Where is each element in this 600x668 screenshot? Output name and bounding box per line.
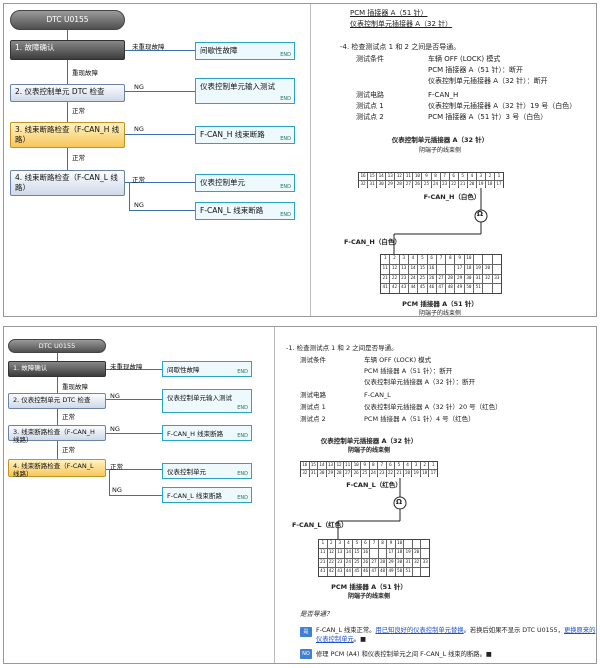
flow-step-4[interactable]: 4. 线束断路检查（F-CAN_L 线路）	[8, 459, 106, 478]
circuit-label: 测试电路	[300, 391, 326, 399]
yes-link-original[interactable]: 更换原来的仪表控制单元	[316, 627, 596, 643]
circuit-value: F-CAN_L	[364, 391, 391, 399]
flow-step-1[interactable]: 1. 故障确认	[8, 361, 106, 377]
flow-step-2[interactable]: 2. 仪表控制单元 DTC 检查	[8, 393, 106, 409]
pt1-label: 测试点 1	[356, 102, 384, 110]
label-ng-2: NG	[110, 425, 120, 433]
link-pcm-connector[interactable]: PCM 插接器 A（51 针）	[350, 9, 428, 17]
pt2-label: 测试点 2	[356, 113, 384, 121]
connector-1-caption: 仪表控制单元插接器 A（32 针）	[320, 437, 418, 445]
link-instrument-connector[interactable]: 仪表控制单元插接器 A（32 针）	[350, 20, 453, 28]
label-normal-1: 正常	[62, 413, 75, 421]
wire-label-2: F-CAN_H（白色）	[344, 238, 401, 246]
circuit-label: 测试电路	[356, 91, 384, 99]
flow-title[interactable]: DTC U0155	[10, 10, 125, 30]
yes-text: F-CAN_L 线束正常。用已知良好的仪表控制单元替换。若换后如果不显示 DTC…	[316, 627, 596, 643]
label-ng-2: NG	[134, 125, 144, 133]
connector-2-caption: PCM 插接器 A（51 针）	[331, 583, 407, 591]
yes-button[interactable]: 是	[300, 627, 312, 637]
flow-step-2[interactable]: 2. 仪表控制单元 DTC 检查	[10, 84, 125, 102]
label-normal-1: 正常	[72, 107, 85, 115]
question: 是否导通？	[300, 610, 333, 618]
flow-step-3[interactable]: 3. 线束断路检查（F-CAN_H 线路）	[8, 425, 106, 444]
cond-2: PCM 插接器 A（51 针）：断开	[364, 367, 453, 375]
label-normal-3: 正常	[132, 176, 145, 184]
flow-step-1[interactable]: 1. 故障确认	[10, 40, 125, 60]
label-normal-2: 正常	[62, 446, 75, 454]
cond-label: 测试条件	[300, 356, 326, 364]
label-normal-2: 正常	[72, 154, 85, 162]
no-text: 修理 PCM (A4) 和仪表控制单元之间 F-CAN_L 线束的断路。■	[316, 651, 492, 658]
wire-path	[337, 478, 407, 541]
label-normal-3: 正常	[110, 463, 123, 471]
connector-2-subcaption: 阴端子的线束侧	[418, 310, 461, 317]
wire-label-2: F-CAN_L（红色）	[292, 521, 348, 529]
cond-label: 测试条件	[356, 55, 384, 63]
yes-link-replace[interactable]: 用已知良好的仪表控制单元替换	[375, 627, 464, 634]
label-reproduced: 重现故障	[62, 383, 88, 391]
cond-1: 车辆 OFF (LOCK) 模式	[428, 55, 501, 63]
no-button[interactable]: NO	[300, 649, 312, 659]
ohm-icon: Ω	[477, 210, 483, 218]
label-ng-3: NG	[112, 486, 122, 494]
panel-divider	[274, 327, 275, 663]
step-heading: -4. 检查测试点 1 和 2 之间是否导通。	[340, 43, 461, 51]
cond-1: 车辆 OFF (LOCK) 模式	[364, 356, 432, 364]
pt2-label: 测试点 2	[300, 415, 326, 423]
cond-3: 仪表控制单元插接器 A（32 针）：断开	[364, 378, 476, 386]
connector-2-caption: PCM 插接器 A（51 针）	[402, 300, 478, 308]
ohm-icon: Ω	[396, 498, 402, 506]
label-ng-3: NG	[134, 201, 144, 209]
step-heading: -1. 检查测试点 1 和 2 之间是否导通。	[286, 344, 398, 352]
wire-label-1: F-CAN_H（白色）	[423, 193, 481, 201]
label-ng-1: NG	[110, 392, 120, 400]
flow-step-4[interactable]: 4. 线束断路检查（F-CAN_L 线路）	[10, 170, 125, 196]
pt1-value: 仪表控制单元插接器 A（32 针）20 号（红色）	[364, 403, 502, 411]
cond-3: 仪表控制单元插接器 A（32 针）：断开	[428, 77, 548, 85]
cond-2: PCM 插接器 A（51 针）：断开	[428, 66, 524, 74]
label-not-reproduced: 未重现故障	[110, 363, 143, 371]
pt1-value: 仪表控制单元插接器 A（32 针）19 号（白色）	[428, 102, 577, 110]
pt1-label: 测试点 1	[300, 403, 326, 411]
flow-step-3[interactable]: 3. 线束断路检查（F-CAN_H 线路）	[10, 122, 125, 148]
label-not-reproduced: 未重现故障	[132, 43, 165, 51]
flow-title[interactable]: DTC U0155	[8, 339, 106, 353]
circuit-value: F-CAN_H	[428, 91, 459, 99]
wire-path	[393, 188, 488, 256]
label-ng-1: NG	[134, 83, 144, 91]
connector-2-subcaption: 阴端子的线束侧	[347, 593, 390, 600]
connector-1-subcaption: 阴端子的线束侧	[418, 147, 461, 154]
connector-1-caption: 仪表控制单元插接器 A（32 针）	[391, 136, 489, 144]
label-reproduced: 重现故障	[72, 69, 98, 77]
pt2-value: PCM 插接器 A（51 针）3 号（白色）	[428, 113, 548, 121]
pt2-value: PCM 插接器 A（51 针）4 号（红色）	[364, 415, 475, 423]
panel-divider	[310, 4, 311, 316]
wire-label-1: F-CAN_L（红色）	[346, 481, 402, 489]
connector-1-subcaption: 阴端子的线束侧	[347, 447, 390, 454]
